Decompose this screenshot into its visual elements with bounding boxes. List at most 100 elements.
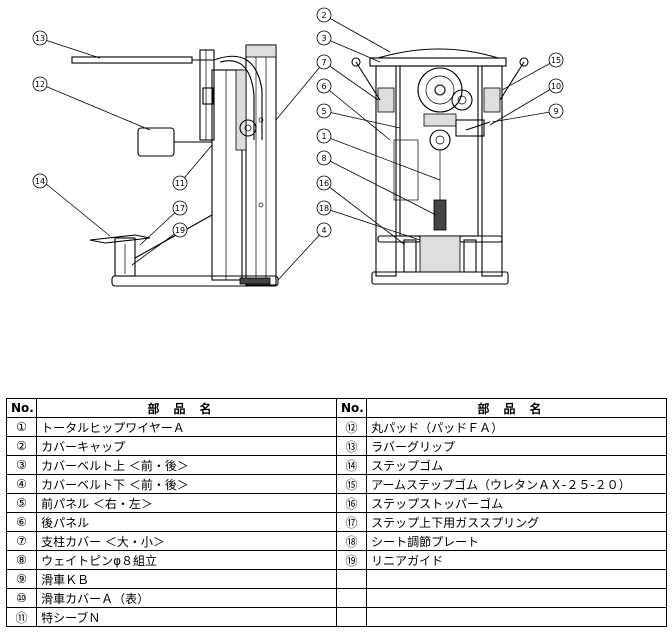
callout-19: 19 xyxy=(172,222,188,238)
part-no: ② xyxy=(5,436,38,456)
part-no xyxy=(335,569,368,589)
header-no-right: No. xyxy=(335,398,368,418)
parts-table: No. 部品名 No. 部品名 ① トータルヒップワイヤーＡ ⑫ 丸パッド（パッ… xyxy=(5,398,667,627)
callout-2: 2 xyxy=(316,7,332,23)
sheave-pulley xyxy=(239,119,257,137)
part-name xyxy=(366,569,667,589)
rubber-grip-bar xyxy=(71,56,193,64)
header-no-left: No. xyxy=(5,398,38,418)
part-name: ステップ上下用ガススプリング xyxy=(366,512,667,532)
callout-13: 13 xyxy=(32,30,48,46)
part-name: ステップストッパーゴム xyxy=(366,493,667,513)
part-no: ⑰ xyxy=(335,512,368,532)
callout-6: 6 xyxy=(316,78,332,94)
svg-text:2: 2 xyxy=(321,11,326,20)
callout-14: 14 xyxy=(32,173,48,189)
part-no: ⑤ xyxy=(5,493,38,513)
part-name: カバーベルト上 ＜前・後＞ xyxy=(36,455,337,475)
part-name: リニアガイド xyxy=(366,550,667,570)
header-name-right: 部品名 xyxy=(366,398,667,418)
table-row: ⑪ 特シーブＮ xyxy=(5,607,667,627)
part-name: カバーベルト下 ＜前・後＞ xyxy=(36,474,337,494)
part-name: ラバーグリップ xyxy=(366,436,667,456)
part-no: ⑨ xyxy=(5,569,38,589)
part-name: ウェイトピンφ８組立 xyxy=(36,550,337,570)
part-no: ⑪ xyxy=(5,607,38,627)
part-no: ⑥ xyxy=(5,512,38,532)
table-row: ⑦ 支柱カバー ＜大・小＞ ⑱ シート調節プレート xyxy=(5,531,667,551)
callout-15: 15 xyxy=(548,52,564,68)
part-no: ⑲ xyxy=(335,550,368,570)
part-name: 前パネル ＜右・左＞ xyxy=(36,493,337,513)
svg-text:5: 5 xyxy=(321,107,326,116)
part-no: ⑬ xyxy=(335,436,368,456)
part-no: ① xyxy=(5,417,38,437)
part-no: ⑦ xyxy=(5,531,38,551)
part-name: 後パネル xyxy=(36,512,337,532)
table-row: ⑤ 前パネル ＜右・左＞ ⑯ ステップストッパーゴム xyxy=(5,493,667,513)
svg-text:14: 14 xyxy=(35,177,45,186)
main-column xyxy=(245,44,277,286)
parts-table-header: No. 部品名 No. 部品名 xyxy=(5,398,667,418)
step-plate xyxy=(89,234,151,244)
svg-text:16: 16 xyxy=(319,179,329,188)
round-pad xyxy=(137,127,175,157)
svg-text:3: 3 xyxy=(321,34,326,43)
part-no: ⑯ xyxy=(335,493,368,513)
callout-7: 7 xyxy=(316,54,332,70)
part-name: シート調節プレート xyxy=(366,531,667,551)
callout-10: 10 xyxy=(548,78,564,94)
svg-text:13: 13 xyxy=(35,34,45,43)
svg-text:4: 4 xyxy=(321,226,326,235)
svg-text:19: 19 xyxy=(175,226,185,235)
callout-4: 4 xyxy=(316,222,332,238)
table-row: ① トータルヒップワイヤーＡ ⑫ 丸パッド（パッドＦＡ） xyxy=(5,417,667,437)
callout-18: 18 xyxy=(316,200,332,216)
side-view-machine xyxy=(71,44,279,287)
part-name: 支柱カバー ＜大・小＞ xyxy=(36,531,337,551)
callout-1: 1 xyxy=(316,128,332,144)
table-row: ⑩ 滑車カバーＡ（表） xyxy=(5,588,667,608)
table-row: ⑧ ウェイトピンφ８組立 ⑲ リニアガイド xyxy=(5,550,667,570)
pulley-kb xyxy=(417,67,463,113)
table-row: ③ カバーベルト上 ＜前・後＞ ⑭ ステップゴム xyxy=(5,455,667,475)
side-base xyxy=(111,275,279,287)
table-row: ② カバーキャップ ⑬ ラバーグリップ xyxy=(5,436,667,456)
callout-17: 17 xyxy=(172,200,188,216)
front-sheave xyxy=(429,129,451,151)
svg-text:7: 7 xyxy=(321,58,326,67)
part-name xyxy=(366,588,667,608)
part-no: ⑫ xyxy=(335,417,368,437)
table-row: ⑨ 滑車ＫＢ xyxy=(5,569,667,589)
part-name: アームステップゴム（ウレタンＡＸ-２５-２０） xyxy=(366,474,667,494)
part-no: ⑧ xyxy=(5,550,38,570)
part-name: 滑車ＫＢ xyxy=(36,569,337,589)
cover-cap xyxy=(377,48,499,59)
svg-text:12: 12 xyxy=(35,80,45,89)
part-name: トータルヒップワイヤーＡ xyxy=(36,417,337,437)
callout-3: 3 xyxy=(316,30,332,46)
part-name: 滑車カバーＡ（表） xyxy=(36,588,337,608)
svg-text:17: 17 xyxy=(175,204,185,213)
callout-9: 9 xyxy=(548,103,564,119)
front-base xyxy=(371,271,509,285)
part-name: 丸パッド（パッドＦＡ） xyxy=(366,417,667,437)
svg-text:10: 10 xyxy=(551,82,561,91)
table-row: ④ カバーベルト下 ＜前・後＞ ⑮ アームステップゴム（ウレタンＡＸ-２５-２０… xyxy=(5,474,667,494)
header-name-left: 部品名 xyxy=(36,398,337,418)
part-no: ⑭ xyxy=(335,455,368,475)
svg-text:6: 6 xyxy=(321,82,326,91)
exploded-parts-diagram: 13 12 14 11 17 19 2 3 7 6 5 1 8 16 18 4 … xyxy=(32,7,564,287)
part-no: ⑮ xyxy=(335,474,368,494)
part-name xyxy=(366,607,667,627)
svg-text:15: 15 xyxy=(551,56,561,65)
svg-text:1: 1 xyxy=(321,132,326,141)
part-name: ステップゴム xyxy=(366,455,667,475)
part-no: ⑱ xyxy=(335,531,368,551)
part-name: 特シーブＮ xyxy=(36,607,337,627)
part-no: ③ xyxy=(5,455,38,475)
svg-text:18: 18 xyxy=(319,204,329,213)
part-no: ④ xyxy=(5,474,38,494)
svg-text:8: 8 xyxy=(321,154,326,163)
front-view-machine xyxy=(351,48,529,285)
